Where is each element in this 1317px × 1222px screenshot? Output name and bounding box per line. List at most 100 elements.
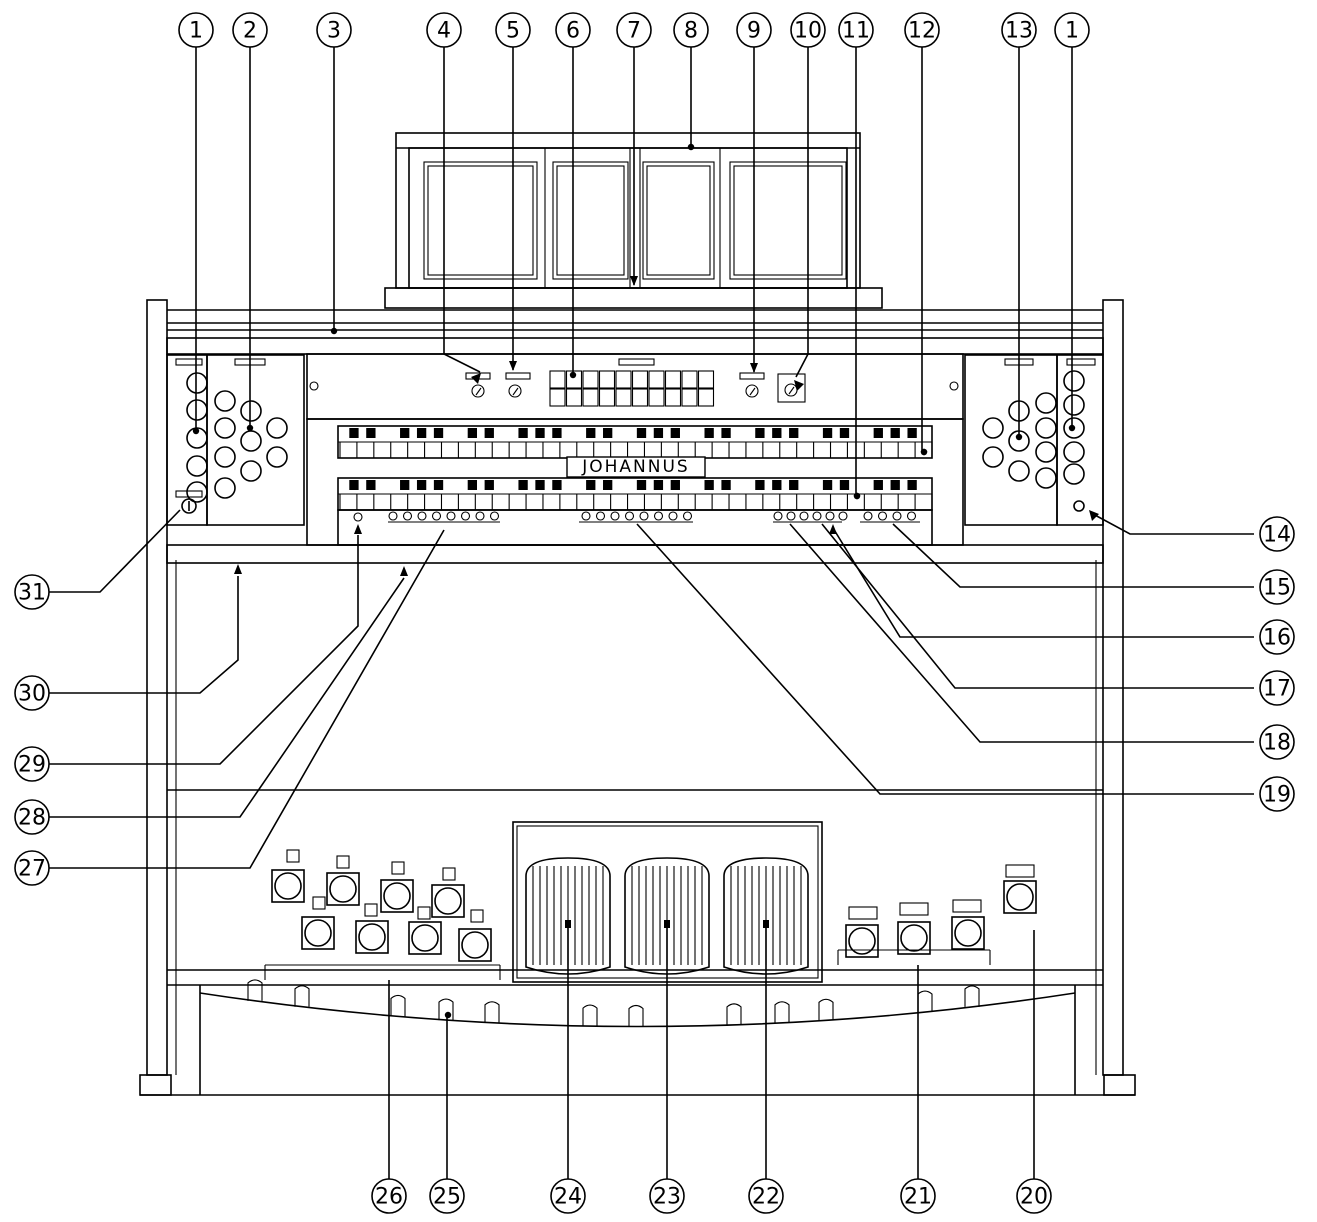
stud-label — [1005, 864, 1035, 878]
piston — [417, 511, 427, 521]
black-key — [670, 480, 680, 490]
toe-stud-head — [461, 931, 489, 959]
callout-number: 25 — [433, 1185, 461, 1210]
callout: 10 — [790, 12, 826, 48]
callout-circle — [1016, 1178, 1052, 1214]
stop-knob — [1035, 467, 1057, 489]
callout-circle — [371, 1178, 407, 1214]
callout: 23 — [649, 1178, 685, 1214]
callout: 19 — [1259, 776, 1295, 812]
toe-stud — [951, 916, 985, 950]
black-key — [789, 428, 799, 438]
leader-line — [1092, 513, 1254, 535]
pedal-key — [818, 998, 834, 1021]
callout: 1 — [1054, 12, 1090, 48]
callout-circle — [14, 675, 50, 711]
toe-stud-head — [358, 923, 386, 951]
stop-knob — [982, 446, 1004, 468]
stop-knob — [1035, 441, 1057, 463]
black-key — [586, 480, 596, 490]
display-cell — [598, 388, 616, 407]
callout: 30 — [14, 675, 50, 711]
black-key — [416, 480, 427, 490]
callout-number: 3 — [327, 19, 341, 44]
toe-stud — [458, 928, 492, 962]
toe-stud — [301, 916, 335, 950]
callout-number: 15 — [1263, 576, 1291, 601]
stop-knob — [982, 417, 1004, 439]
black-key — [552, 480, 562, 490]
display-cell — [549, 370, 566, 389]
callout-number: 22 — [752, 1185, 780, 1210]
callout: 14 — [1259, 516, 1295, 552]
callout-number: 14 — [1263, 523, 1291, 548]
piston — [388, 511, 398, 521]
stop-knob — [1063, 441, 1085, 463]
black-key — [822, 428, 833, 438]
callout-circle — [616, 12, 652, 48]
piston — [446, 511, 456, 521]
callout-circle — [736, 12, 772, 48]
black-key — [416, 428, 427, 438]
piston — [624, 511, 635, 521]
display-cell — [664, 370, 682, 389]
callout: 5 — [495, 12, 531, 48]
callout-number: 8 — [684, 19, 698, 44]
callout-circle — [14, 799, 50, 835]
display-cell — [615, 388, 632, 407]
display-cell — [582, 370, 599, 389]
stop-knob — [240, 460, 262, 482]
black-key — [467, 480, 478, 490]
black-key — [772, 480, 782, 490]
display-cell — [565, 388, 583, 407]
pedal-key — [628, 1004, 644, 1027]
callout-number: 18 — [1263, 731, 1291, 756]
black-key — [653, 480, 664, 490]
black-key — [721, 480, 731, 490]
callout-number: 20 — [1020, 1185, 1048, 1210]
callout-circle — [316, 12, 352, 48]
pedal-key — [582, 1004, 598, 1027]
black-key — [721, 428, 731, 438]
stop-knob — [1063, 463, 1085, 485]
black-key — [653, 428, 664, 438]
callout-number: 10 — [794, 19, 822, 44]
callout-circle — [790, 12, 826, 48]
callout-circle — [1054, 12, 1090, 48]
callout-number: 2 — [243, 19, 257, 44]
callout-circle — [555, 12, 591, 48]
black-key — [349, 428, 359, 438]
black-key — [535, 428, 545, 438]
black-key — [467, 428, 478, 438]
right-stop-jamb — [949, 354, 1104, 526]
expression-area — [264, 821, 1037, 983]
callout: 15 — [1259, 569, 1295, 605]
callout: 22 — [748, 1178, 784, 1214]
toe-stud-head — [1006, 883, 1034, 911]
toe-stud-head — [848, 927, 876, 955]
black-key — [552, 428, 562, 438]
callout: 8 — [673, 12, 709, 48]
callout: 6 — [555, 12, 591, 48]
callout: 9 — [736, 12, 772, 48]
callout-circle — [649, 1178, 685, 1214]
piston — [460, 511, 471, 521]
black-key — [433, 480, 444, 490]
stop-knob — [266, 417, 288, 439]
black-key — [890, 428, 900, 438]
stud-label — [286, 849, 300, 863]
callout: 26 — [371, 1178, 407, 1214]
callout-number: 30 — [18, 682, 46, 707]
callout-number: 6 — [566, 19, 580, 44]
brand-nameplate: JOHANNUS — [581, 457, 689, 477]
stud-label — [417, 906, 431, 920]
callout: 13 — [1001, 12, 1037, 48]
callout: 27 — [14, 850, 50, 886]
callout-circle — [748, 1178, 784, 1214]
pedal-key — [438, 998, 454, 1021]
toe-stud-head — [954, 919, 982, 947]
toe-stud-head — [434, 887, 462, 915]
toe-stud-head — [383, 882, 411, 910]
